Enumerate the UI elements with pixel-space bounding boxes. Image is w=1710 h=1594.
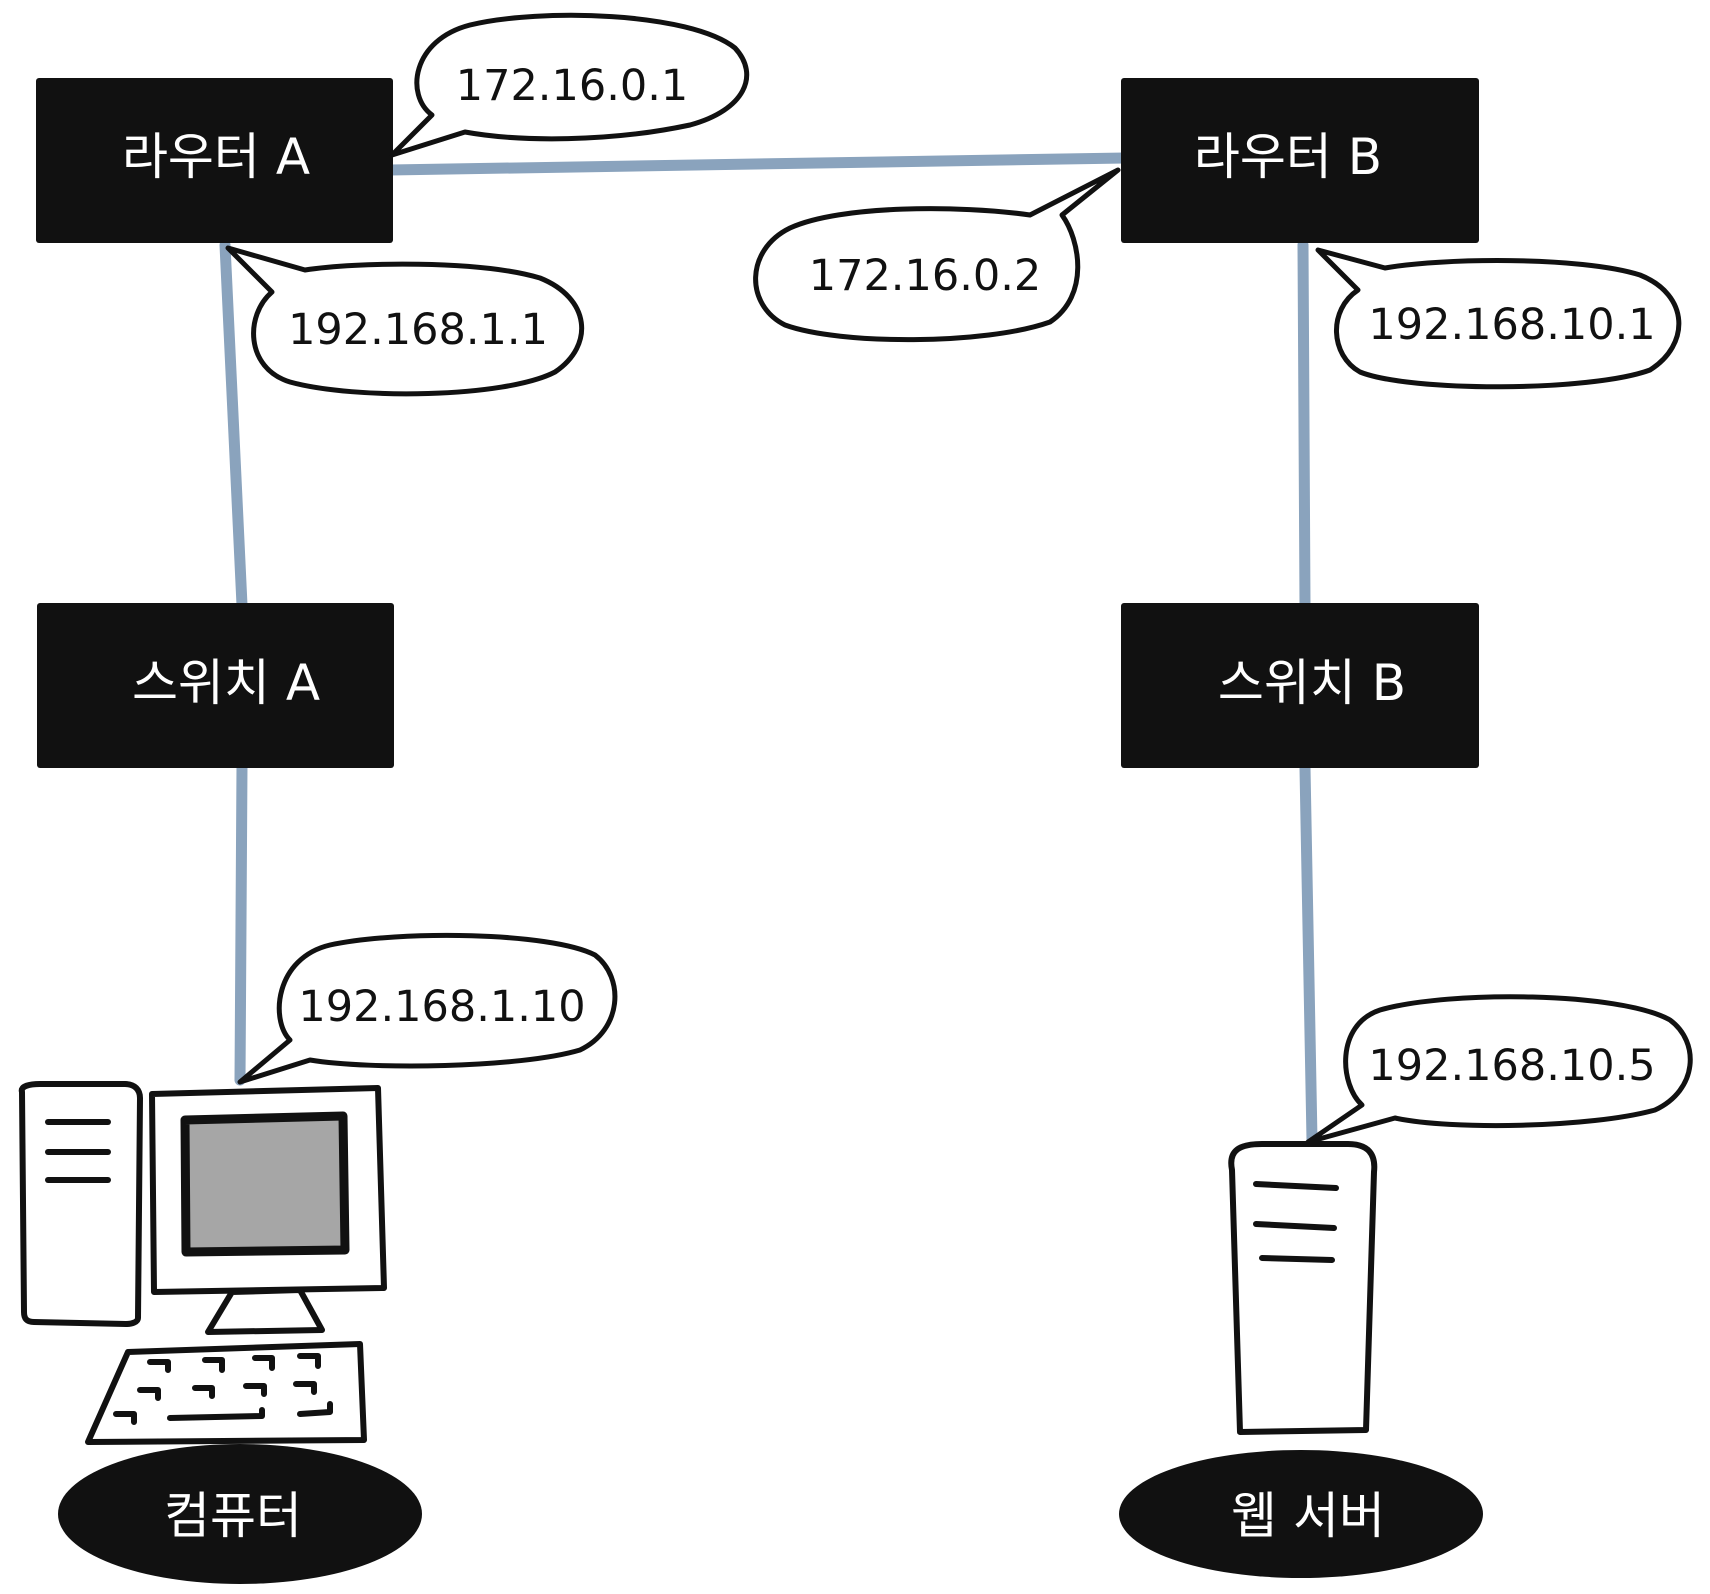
router-b-label: 라우터 B xyxy=(1194,128,1382,186)
ip-computer: 192.168.1.10 xyxy=(237,932,618,1085)
ip-web-server: 192.168.10.5 xyxy=(1305,994,1693,1145)
ip-web-server-label: 192.168.10.5 xyxy=(1368,1041,1655,1091)
links xyxy=(219,152,1318,1146)
router-b: 라우터 B xyxy=(1121,78,1479,243)
switch-a-label: 스위치 A xyxy=(132,654,320,712)
switch-b-label: 스위치 B xyxy=(1218,654,1406,712)
ip-router-b-wan-label: 172.16.0.2 xyxy=(809,251,1042,301)
ip-router-b-lan: 192.168.10.1 xyxy=(1315,247,1682,390)
link-switch-a-computer xyxy=(234,759,248,1086)
ip-router-a-lan: 192.168.1.1 xyxy=(225,245,585,397)
ip-router-b-lan-label: 192.168.10.1 xyxy=(1368,300,1655,350)
switch-b: 스위치 B xyxy=(1121,603,1479,768)
ip-computer-label: 192.168.1.10 xyxy=(298,982,585,1032)
link-switch-b-web-server xyxy=(1299,762,1318,1146)
desktop-computer-icon xyxy=(18,1081,387,1445)
server-tower-icon xyxy=(1228,1141,1378,1435)
ip-router-a-wan: 172.16.0.1 xyxy=(389,12,750,158)
ip-router-b-wan: 172.16.0.2 xyxy=(753,167,1121,343)
link-router-a-router-b xyxy=(384,152,1131,176)
switch-a: 스위치 A xyxy=(37,603,394,768)
computer-node: 컴퓨터 xyxy=(58,1444,422,1584)
web-server-label: 웹 서버 xyxy=(1231,1487,1385,1545)
link-router-a-switch-a xyxy=(219,239,248,611)
ip-router-a-lan-label: 192.168.1.1 xyxy=(288,305,548,355)
web-server-node: 웹 서버 xyxy=(1119,1450,1483,1578)
router-a: 라우터 A xyxy=(36,78,393,243)
ip-router-a-wan-label: 172.16.0.1 xyxy=(456,61,689,111)
router-a-label: 라우터 A xyxy=(122,128,310,186)
link-router-b-switch-b xyxy=(1297,239,1311,611)
computer-label: 컴퓨터 xyxy=(164,1487,302,1545)
